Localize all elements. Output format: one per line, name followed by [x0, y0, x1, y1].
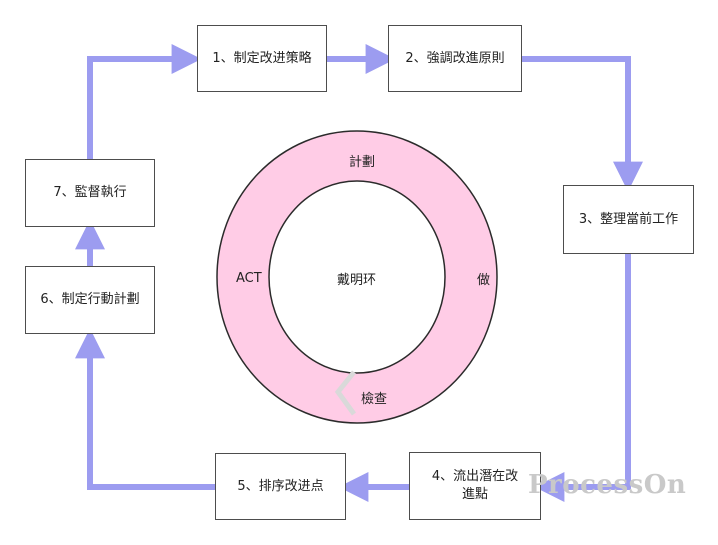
step-1-box[interactable]: 1、制定改进策略	[197, 25, 327, 92]
step-5-label: 5、排序改进点	[237, 478, 324, 494]
connector-2-to-3	[522, 56, 643, 192]
cycle-direction-chevron	[334, 370, 357, 416]
step-3-box[interactable]: 3、整理當前工作	[563, 185, 694, 254]
processon-watermark: ProcessOn	[528, 470, 687, 500]
step-4-label: 4、流出潛在改進點	[431, 469, 519, 502]
step-7-box[interactable]: 7、監督執行	[25, 159, 155, 227]
step-3-label: 3、整理當前工作	[578, 211, 679, 227]
cycle-check-label: 檢查	[361, 392, 388, 407]
cycle-act-label: ACT	[236, 271, 262, 286]
cycle-center-label: 戴明环	[337, 273, 377, 288]
connector-7-to-1	[87, 44, 202, 159]
step-1-label: 1、制定改进策略	[212, 50, 312, 66]
cycle-do-label: 做	[477, 273, 491, 288]
step-5-box[interactable]: 5、排序改进点	[215, 453, 346, 520]
connector-3-to-4	[534, 254, 631, 502]
step-6-box[interactable]: 6、制定行動計劃	[25, 266, 155, 334]
step-6-label: 6、制定行動計劃	[40, 292, 140, 307]
step-2-box[interactable]: 2、強調改進原則	[388, 25, 522, 92]
step-7-label: 7、監督執行	[53, 185, 127, 200]
step-2-label: 2、強調改進原則	[405, 50, 505, 66]
step-4-box[interactable]: 4、流出潛在改進點	[409, 452, 541, 520]
connector-5-to-6	[75, 328, 215, 490]
cycle-plan-label: 計劃	[349, 155, 376, 170]
pdca-ring	[216, 130, 498, 424]
ring-band	[216, 130, 498, 424]
